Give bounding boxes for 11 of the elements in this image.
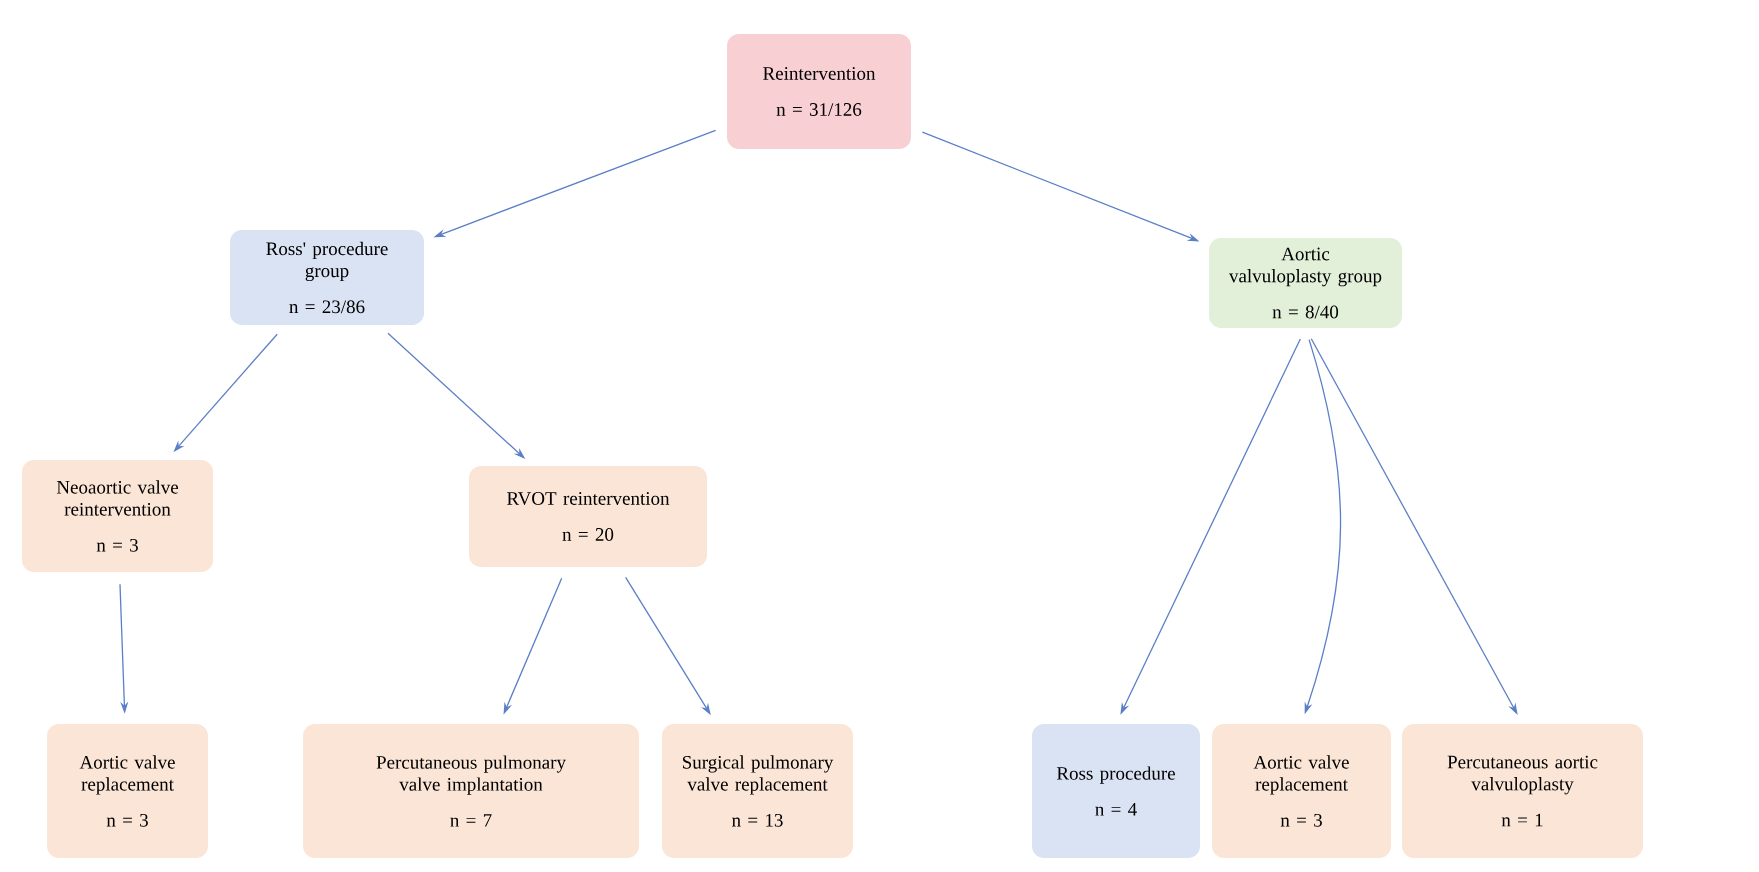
process-box: Neoaortic valve reintervention n = 3 — [22, 460, 213, 572]
process-box: RVOT reintervention n = 20 — [469, 466, 707, 567]
process-box: Aortic valvuloplasty group n = 8/40 — [1209, 238, 1402, 328]
process-box: Ross' procedure group n = 23/86 — [230, 230, 424, 325]
process-box: Aortic valve replacement n = 3 — [1212, 724, 1391, 858]
process-box: Reintervention n = 31/126 — [727, 34, 911, 149]
process-box: Percutaneous pulmonary valve implantation n = 7 — [303, 724, 639, 858]
process-box: Surgical pulmonary valve replacement n = 13 — [662, 724, 853, 858]
process-box: Ross procedure n = 4 — [1032, 724, 1200, 858]
process-box: Aortic valve replacement n = 3 — [47, 724, 208, 858]
process-box: Percutaneous aortic valvuloplasty n = 1 — [1402, 724, 1643, 858]
